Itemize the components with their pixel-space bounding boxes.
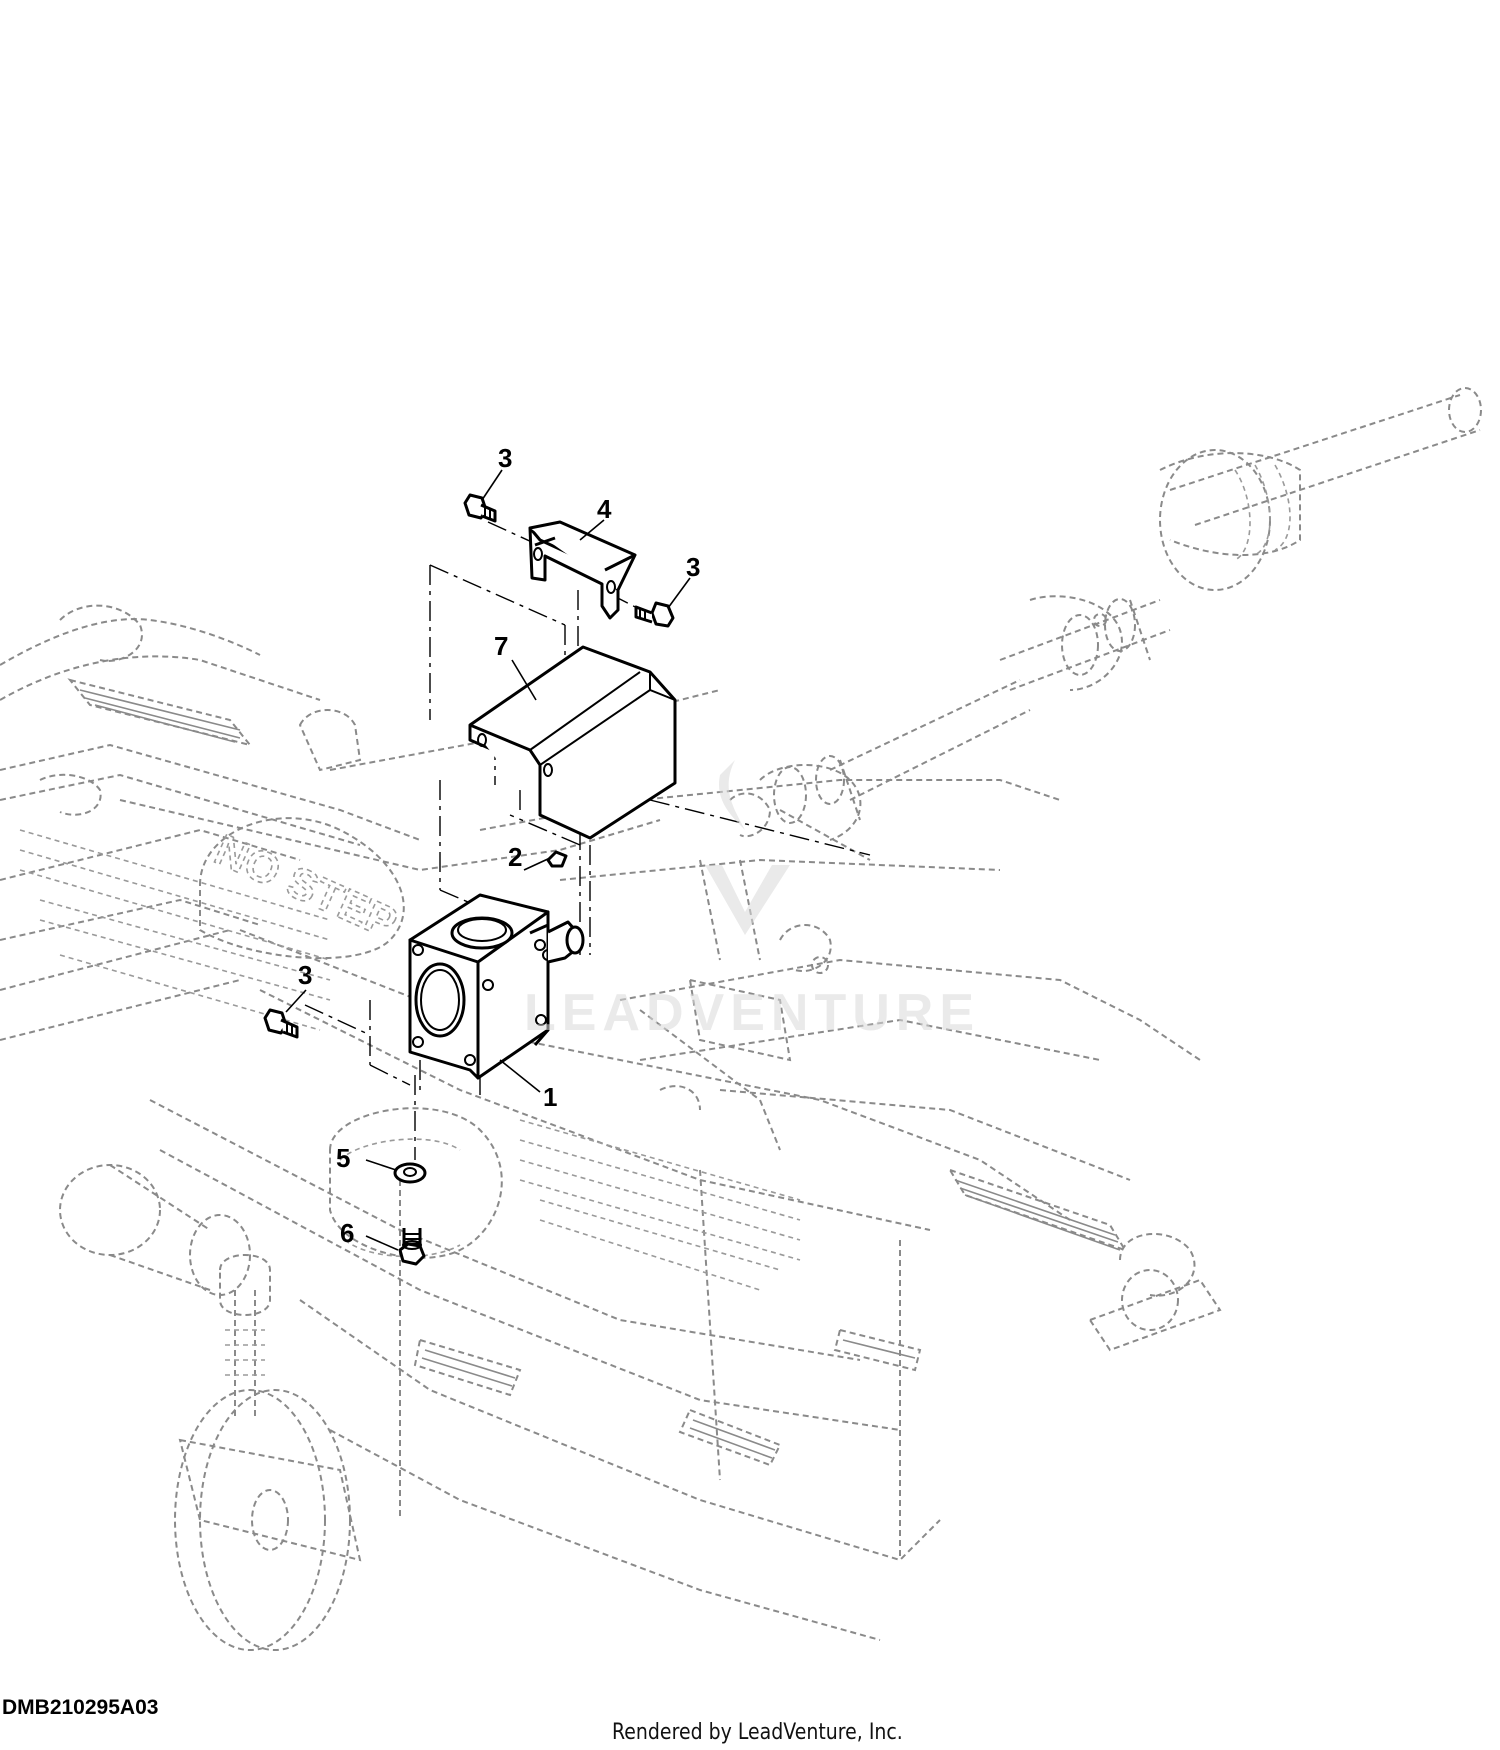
callout-5: 5 [336, 1143, 350, 1173]
part-1-gearbox [408, 893, 585, 1080]
callout-4: 4 [597, 494, 612, 524]
drive-shaft-yoke-upper [1029, 595, 1151, 691]
hatched-pad-center [413, 1328, 922, 1467]
hatched-pad-right [947, 1168, 1128, 1252]
callout-3-left: 3 [298, 960, 312, 990]
watermark-text: LEADVENTURE [524, 984, 980, 1042]
drawing-code: DMB210295A03 [2, 1696, 159, 1719]
front-caster-wheel [174, 1254, 362, 1651]
callout-6: 6 [340, 1218, 354, 1248]
callout-1: 1 [543, 1082, 557, 1112]
leader-lines [285, 469, 691, 1251]
part-6-bolt [398, 1228, 426, 1266]
part-7-shield [468, 645, 677, 840]
callout-labels: 3 4 3 7 2 3 1 5 6 [298, 443, 700, 1248]
part-2-pin [546, 850, 568, 868]
callout-3-right: 3 [686, 552, 700, 582]
rear-roller-left [59, 1164, 251, 1296]
flame-logo-icon [719, 760, 745, 830]
part-5-washer [393, 1162, 427, 1184]
part-4-bracket [528, 520, 637, 620]
callout-3-top-left: 3 [498, 443, 512, 473]
rear-roller-right [1088, 1233, 1222, 1352]
part-3-bolt-left [263, 1008, 299, 1039]
hatched-pad-left [67, 678, 253, 747]
part-3-bolt-right [634, 601, 675, 628]
part-3-bolt-top-left [463, 493, 497, 523]
drive-shaft-yoke-lower [729, 755, 862, 841]
assembly-phantom-lines [304, 521, 871, 1160]
leadventure-watermark: LEADVENTURE [524, 760, 980, 1042]
v-logo-icon [705, 865, 790, 935]
callout-2: 2 [508, 842, 522, 872]
drive-shaft [729, 387, 1482, 861]
callout-7: 7 [494, 631, 508, 661]
render-credit: Rendered by LeadVenture, Inc. [612, 1720, 903, 1745]
